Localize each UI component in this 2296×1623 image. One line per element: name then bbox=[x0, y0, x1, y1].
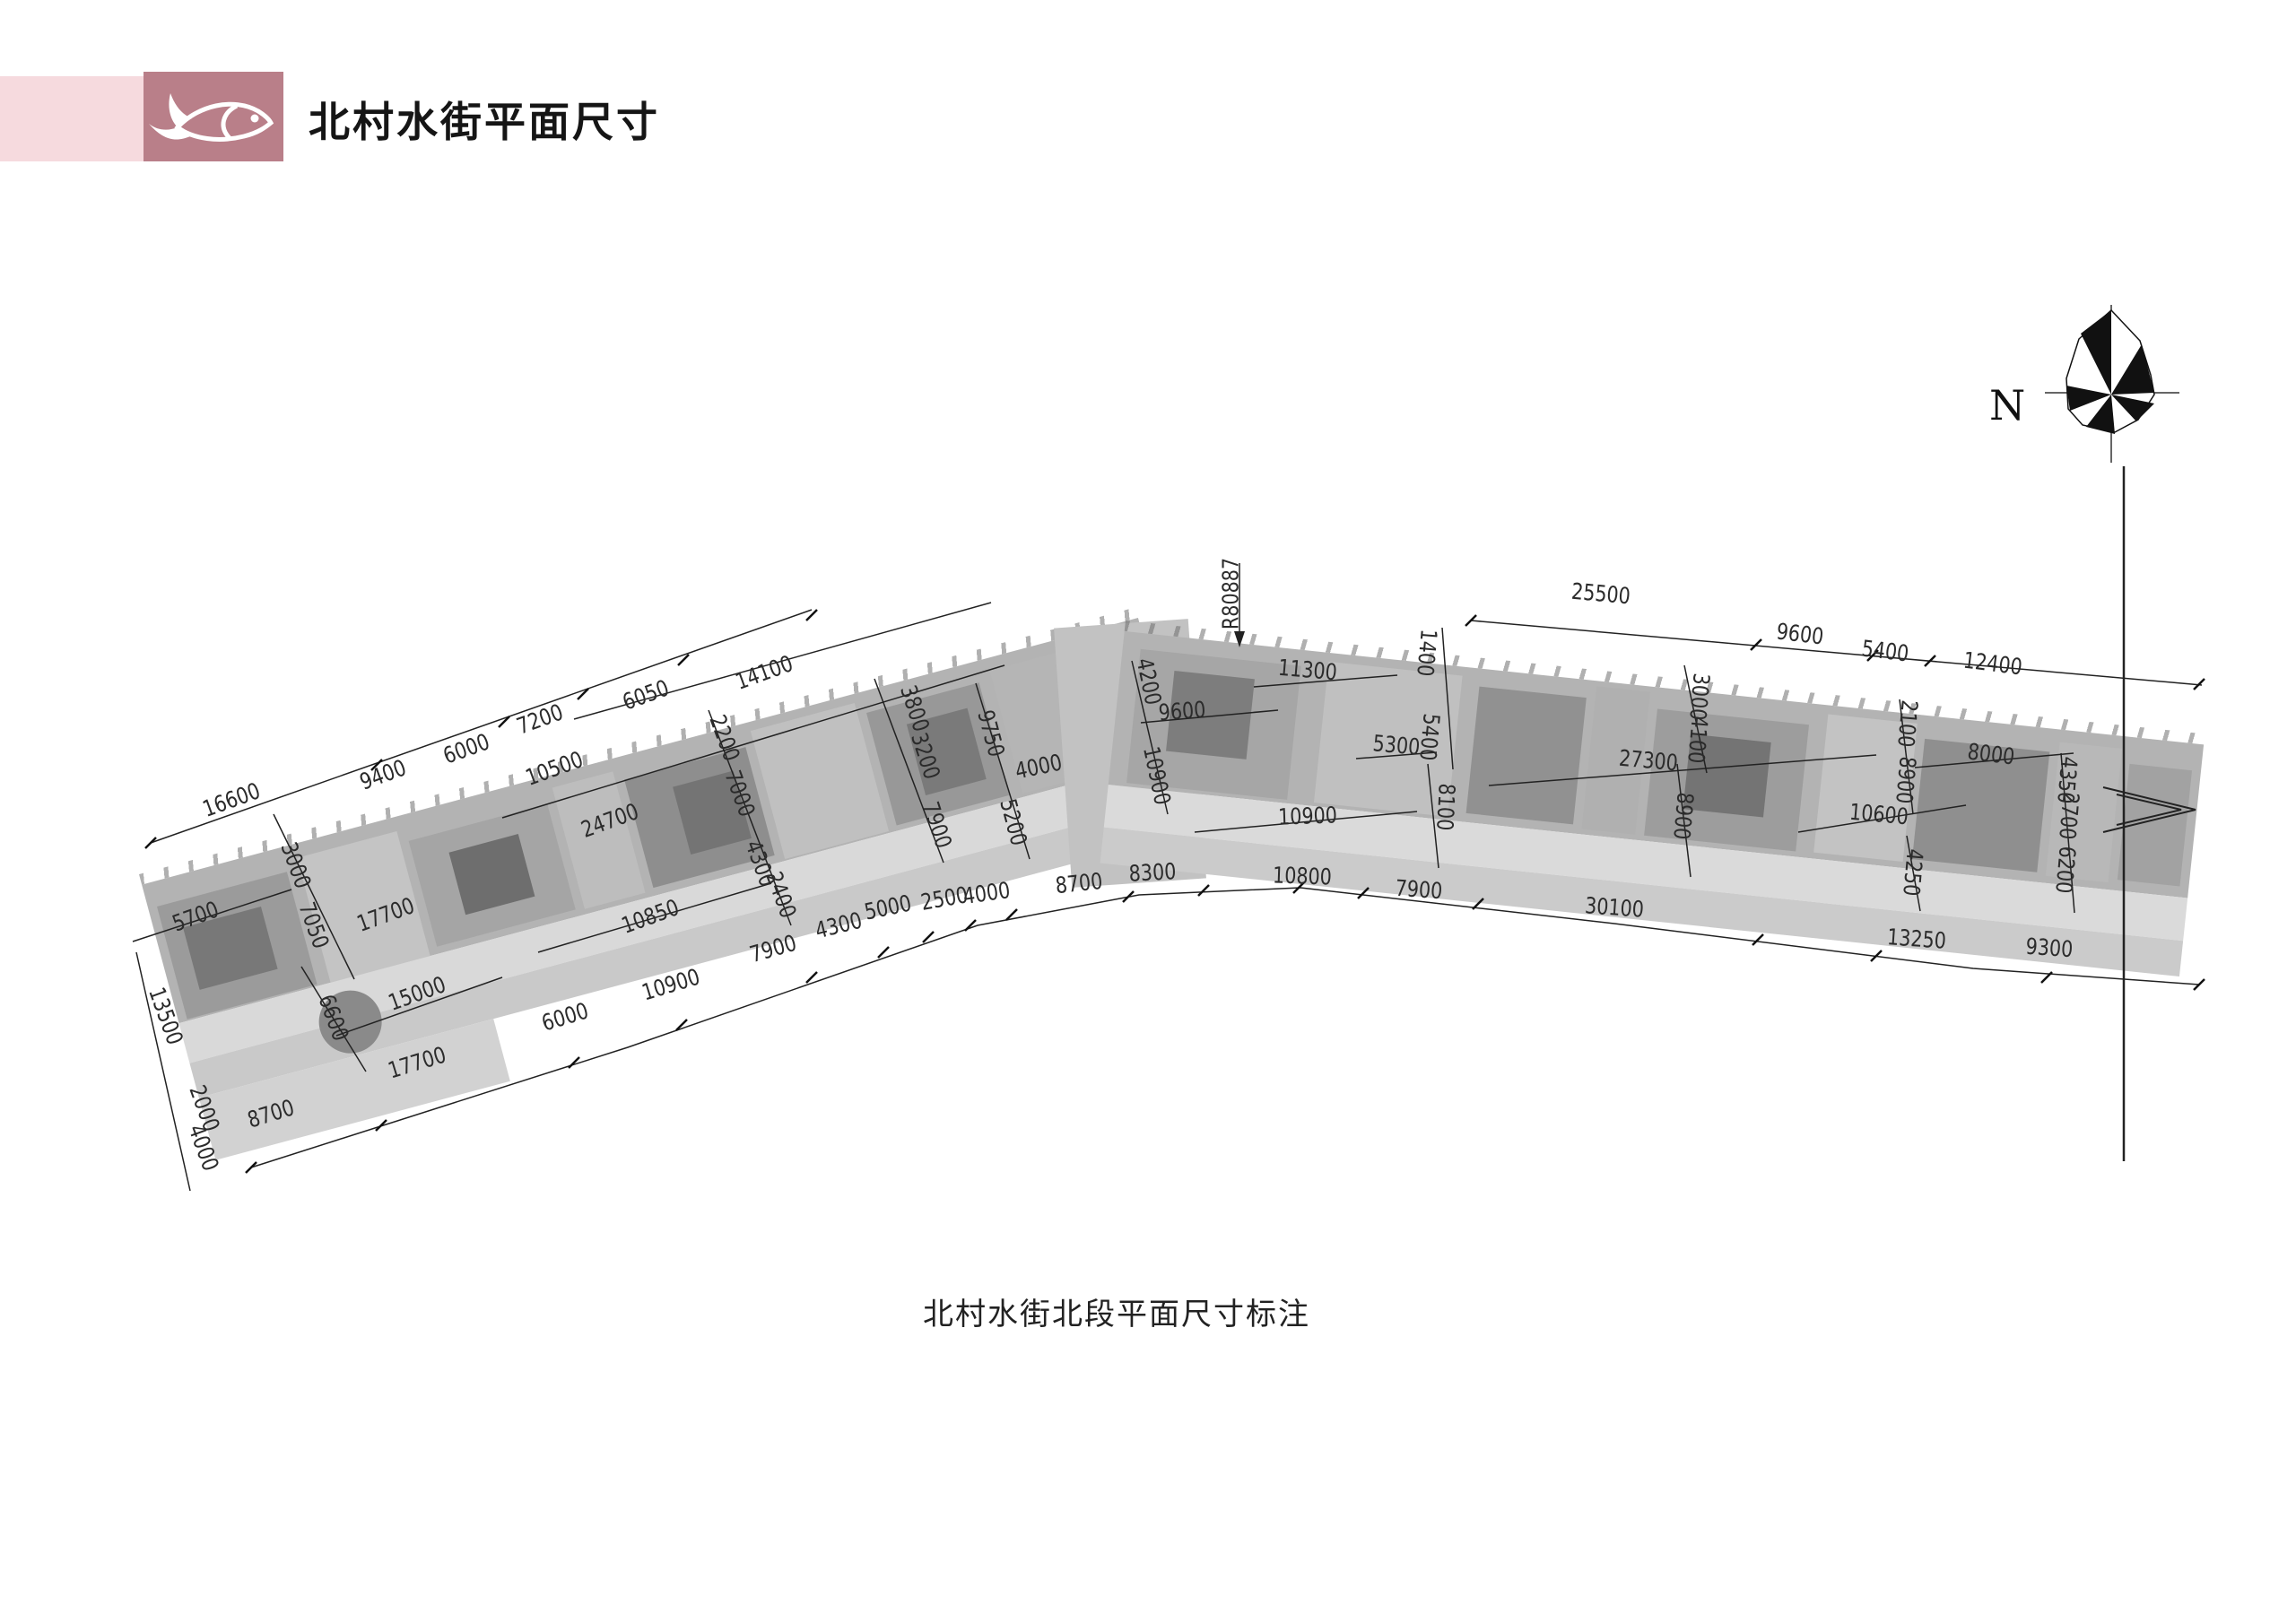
compass-icon bbox=[2045, 305, 2179, 463]
logo-block bbox=[144, 72, 283, 161]
drawing-caption: 北村水街北段平面尺寸标注 bbox=[923, 1298, 1310, 1332]
radius-arrowhead bbox=[1234, 631, 1245, 647]
page-title: 北村水街平面尺寸 bbox=[309, 99, 660, 145]
fish-icon bbox=[149, 93, 274, 142]
header-accent-strip bbox=[0, 76, 144, 161]
compass-north-label: N bbox=[1989, 381, 2026, 430]
dimension-ticks bbox=[144, 609, 2205, 1174]
